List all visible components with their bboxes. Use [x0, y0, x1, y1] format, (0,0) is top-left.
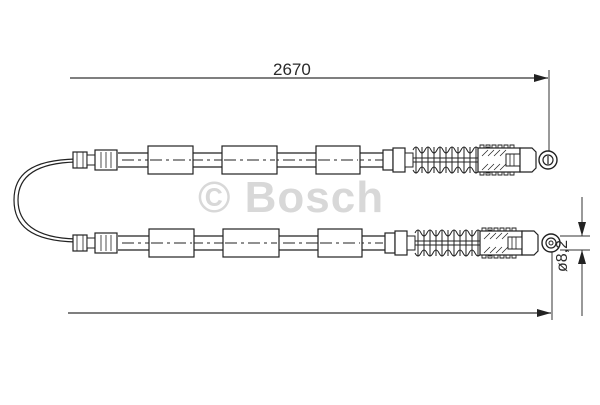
- top-dimension-line: [70, 70, 550, 165]
- diameter-dimension-label: ø8,2: [554, 239, 571, 272]
- lower-cable: [72, 227, 561, 259]
- length-dimension-label: 2670: [273, 60, 311, 79]
- bottom-dimension-line: [68, 245, 553, 320]
- diameter-dimension: [560, 197, 590, 316]
- bosch-watermark: © Bosch: [198, 173, 385, 222]
- upper-cable: [72, 144, 558, 176]
- cable-u-bend: [13, 158, 77, 243]
